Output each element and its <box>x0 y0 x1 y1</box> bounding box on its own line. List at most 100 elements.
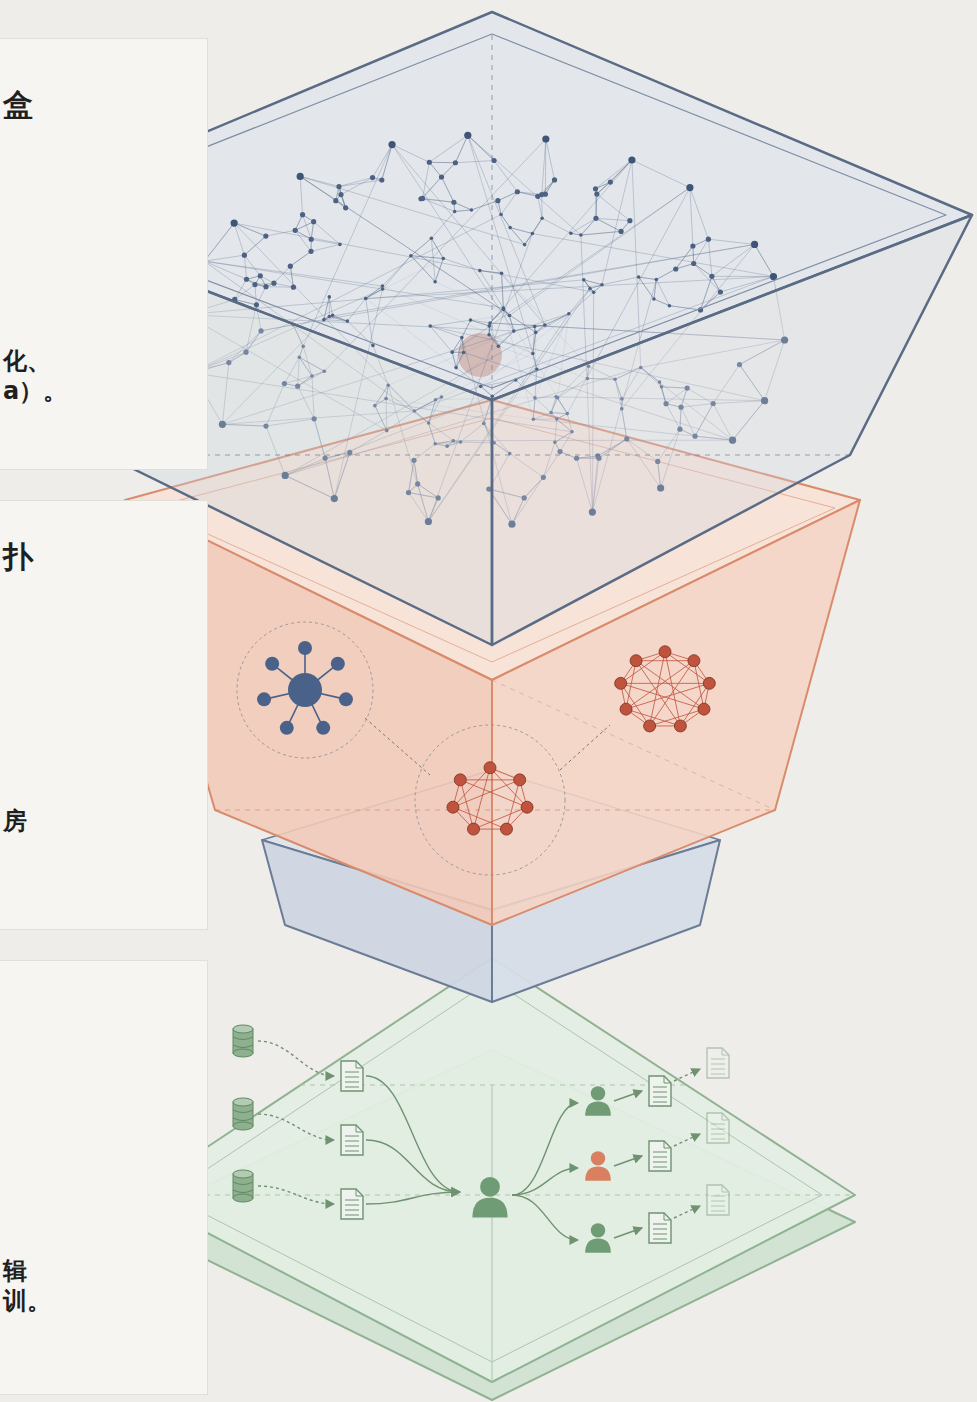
cluster-node <box>500 823 512 835</box>
network-link <box>442 163 456 177</box>
document-line <box>345 1210 359 1211</box>
cluster-link <box>621 683 704 709</box>
database-top <box>233 1098 253 1106</box>
network-link <box>456 352 463 367</box>
cluster-link <box>680 683 709 726</box>
top-box-hidden-edge <box>105 455 850 456</box>
network-node <box>543 192 548 197</box>
network-link <box>502 273 589 366</box>
network-link <box>542 139 546 195</box>
network-node <box>718 289 723 294</box>
flow-arrow <box>258 1041 334 1076</box>
network-link <box>442 177 454 202</box>
network-link <box>303 215 312 240</box>
network-link <box>468 135 581 235</box>
flow-arrow <box>366 1192 460 1204</box>
network-link <box>654 299 669 306</box>
network-link <box>234 223 244 255</box>
network-node <box>770 273 777 280</box>
document-fold <box>356 1061 363 1068</box>
cluster-link <box>474 807 528 829</box>
document-fold <box>664 1076 671 1083</box>
document-sheet <box>341 1061 363 1091</box>
network-link <box>429 162 455 163</box>
document-icon <box>341 1189 363 1219</box>
network-node <box>338 243 342 247</box>
document-line <box>711 1074 725 1075</box>
document-line <box>345 1072 359 1073</box>
network-node <box>252 282 257 287</box>
cluster-node <box>698 703 710 715</box>
network-node <box>668 304 672 308</box>
database-band <box>233 1037 253 1040</box>
cluster-node <box>447 801 459 813</box>
network-link <box>510 228 532 234</box>
database-base <box>233 1122 253 1130</box>
cluster-link <box>460 779 519 780</box>
network-node <box>691 261 696 266</box>
network-link <box>295 230 311 251</box>
network-link <box>431 211 454 238</box>
person-icon <box>585 1151 611 1181</box>
network-node <box>258 273 263 278</box>
spoke-node <box>265 657 279 671</box>
network-node <box>442 257 446 261</box>
cluster-link <box>636 661 704 709</box>
database-band <box>233 1118 253 1121</box>
network-node <box>500 271 504 275</box>
network-link <box>471 320 491 323</box>
network-link <box>569 289 590 314</box>
network-node <box>508 314 512 318</box>
network-link <box>429 162 441 177</box>
network-node <box>469 318 473 322</box>
database-band <box>233 1182 253 1185</box>
network-node <box>491 158 496 163</box>
network-link <box>247 279 266 286</box>
person-icon <box>472 1177 507 1218</box>
network-link <box>694 239 709 263</box>
network-link <box>471 320 490 326</box>
cluster-link-dashed <box>365 718 430 775</box>
document-sheet <box>707 1048 729 1078</box>
network-link <box>602 277 639 285</box>
orange-hidden-edge <box>215 810 775 811</box>
network-link <box>295 222 313 231</box>
spoke-node <box>316 721 330 735</box>
network-node <box>328 315 332 319</box>
document-line <box>653 1167 667 1168</box>
network-node <box>512 329 516 333</box>
document-line <box>711 1206 725 1207</box>
document-icon <box>649 1076 671 1106</box>
network-link <box>669 306 700 310</box>
network-link <box>498 192 517 201</box>
network-node <box>543 323 547 327</box>
network-link <box>295 230 311 239</box>
document-sheet <box>707 1113 729 1143</box>
network-link <box>300 176 524 244</box>
network-node <box>300 212 305 217</box>
network-link <box>480 271 502 274</box>
network-link <box>204 261 503 308</box>
network-link <box>480 271 502 274</box>
network-link <box>324 139 546 371</box>
document-line <box>345 1141 359 1142</box>
network-link <box>456 352 463 367</box>
cluster-node <box>620 703 632 715</box>
person-body <box>585 1238 611 1252</box>
network-node <box>388 141 395 148</box>
spoke-node <box>280 721 294 735</box>
document-sheet <box>707 1185 729 1215</box>
cluster-ring <box>237 622 373 758</box>
network-node <box>343 205 348 210</box>
network-link <box>755 244 774 276</box>
document-fold <box>356 1125 363 1132</box>
flow-arrow <box>614 1156 642 1166</box>
network-link <box>597 194 630 221</box>
network-link <box>234 223 266 236</box>
cluster-node <box>688 655 700 667</box>
document-sheet <box>341 1125 363 1155</box>
network-node <box>706 237 711 242</box>
cluster-link <box>665 652 709 684</box>
network-node <box>297 173 304 180</box>
